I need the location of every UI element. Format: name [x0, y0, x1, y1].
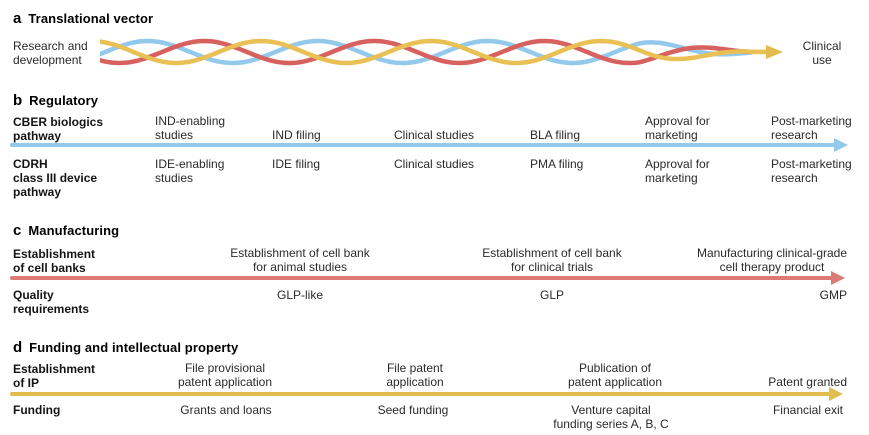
- milestone-post-marketing-cber: Post-marketing research: [771, 114, 852, 142]
- funding-financial-exit: Financial exit: [772, 403, 843, 417]
- panel-letter-a: a: [13, 10, 22, 27]
- regulatory-timeline-arrowhead-icon: [834, 138, 848, 152]
- section-a-header: a Translational vector: [13, 10, 153, 28]
- panel-title-b: Regulatory: [29, 93, 99, 108]
- milestone-approval-marketing-cdrh: Approval for marketing: [645, 157, 710, 185]
- quality-glp: GLP: [539, 288, 564, 302]
- milestone-ind-filing: IND filing: [272, 128, 321, 142]
- quality-glp-like: GLP-like: [276, 288, 323, 302]
- panel-title-a: Translational vector: [28, 11, 154, 26]
- funding-venture-capital: Venture capital funding series A, B, C: [553, 403, 669, 431]
- funding-timeline-arrowhead-icon: [829, 387, 843, 401]
- milestone-publication-patent: Publication of patent application: [567, 361, 663, 389]
- quality-gmp: GMP: [819, 288, 847, 302]
- milestone-manufacturing-clinical-grade: Manufacturing clinical-grade cell therap…: [696, 246, 848, 274]
- panel-letter-c: c: [13, 222, 22, 239]
- milestone-approval-marketing-cber: Approval for marketing: [645, 114, 710, 142]
- milestone-provisional-patent: File provisional patent application: [177, 361, 273, 389]
- milestone-patent-granted: Patent granted: [768, 375, 847, 389]
- label-research-and-development: Research and development: [13, 39, 88, 67]
- panel-title-d: Funding and intellectual property: [29, 340, 239, 355]
- milestone-ide-enabling-studies: IDE-enabling studies: [155, 157, 225, 185]
- milestone-clinical-studies-cdrh: Clinical studies: [394, 157, 475, 171]
- section-d-header: d Funding and intellectual property: [13, 339, 238, 357]
- row-label-establishment-of-ip: Establishment of IP: [13, 362, 96, 390]
- funding-seed: Seed funding: [377, 403, 449, 417]
- section-b-header: b Regulatory: [13, 92, 98, 110]
- row-label-cell-banks: Establishment of cell banks: [13, 247, 96, 275]
- row-label-cber-pathway: CBER biologics pathway: [13, 115, 104, 143]
- manufacturing-timeline-arrowhead-icon: [831, 271, 845, 285]
- translational-vector-waves-graphic: [100, 38, 783, 66]
- manufacturing-timeline-arrow: [10, 276, 833, 280]
- milestone-ind-enabling-studies: IND-enabling studies: [155, 114, 226, 142]
- milestone-clinical-studies-cber: Clinical studies: [394, 128, 475, 142]
- regulatory-timeline-arrow: [10, 143, 836, 147]
- milestone-file-patent: File patent application: [386, 361, 444, 389]
- milestone-post-marketing-cdrh: Post-marketing research: [771, 157, 852, 185]
- panel-title-c: Manufacturing: [28, 223, 120, 238]
- row-label-cdrh-pathway: CDRH class III device pathway: [13, 157, 98, 199]
- label-clinical-use: Clinical use: [802, 39, 842, 67]
- row-label-funding: Funding: [13, 403, 61, 417]
- milestone-cell-bank-clinical: Establishment of cell bank for clinical …: [482, 246, 622, 274]
- row-label-quality-requirements: Quality requirements: [13, 288, 90, 316]
- section-c-header: c Manufacturing: [13, 222, 119, 240]
- panel-letter-d: d: [13, 339, 23, 356]
- panel-letter-b: b: [13, 92, 23, 109]
- milestone-ide-filing: IDE filing: [272, 157, 321, 171]
- milestone-cell-bank-animal: Establishment of cell bank for animal st…: [230, 246, 370, 274]
- funding-timeline-arrow: [10, 392, 831, 396]
- milestone-bla-filing: BLA filing: [530, 128, 581, 142]
- funding-grants-loans: Grants and loans: [180, 403, 272, 417]
- milestone-pma-filing: PMA filing: [530, 157, 584, 171]
